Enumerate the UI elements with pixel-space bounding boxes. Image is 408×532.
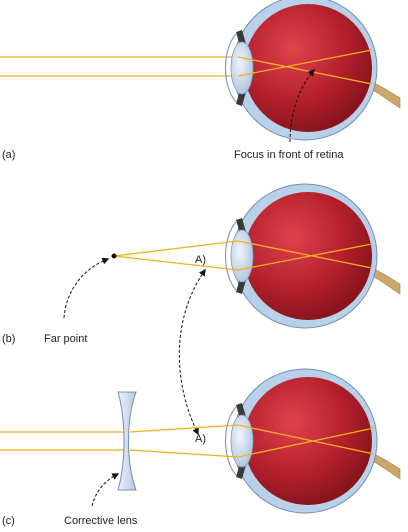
corrective-lens-arrow [91, 473, 120, 507]
panel-label: (c) [2, 515, 15, 527]
far-point-arrow [63, 257, 110, 319]
ray [237, 427, 375, 458]
ray [237, 243, 373, 271]
ray [113, 240, 239, 257]
far-point-dot [111, 253, 117, 259]
cornea [225, 406, 237, 476]
ray [237, 424, 375, 455]
eyeball [244, 4, 372, 132]
panel-b: A) (b) Far point [2, 183, 401, 345]
eye-a [225, 0, 401, 141]
ray [237, 49, 373, 77]
ray [113, 255, 239, 271]
panel-a: (a) Focus in front of retina [0, 0, 401, 161]
lens [230, 41, 254, 95]
lens [230, 414, 254, 468]
cornea [225, 33, 237, 103]
eye-c [225, 368, 401, 514]
cornea [225, 221, 237, 291]
panel-label: (a) [2, 149, 15, 161]
corrective-lens [117, 391, 137, 491]
far-point-caption: Far point [44, 333, 87, 345]
ray [129, 449, 239, 458]
focus-arrow [289, 68, 315, 143]
lens [230, 229, 254, 283]
marker-a: A) [195, 433, 206, 445]
marker-a: A) [195, 254, 206, 266]
focus-caption: Focus in front of retina [234, 149, 344, 161]
panel-c: A) (c) Corrective lens [0, 368, 401, 527]
ray [237, 240, 373, 269]
eyeball [244, 377, 372, 505]
panel-label: (b) [2, 333, 15, 345]
ray [237, 56, 373, 85]
link-arrow [178, 268, 206, 436]
ray [129, 424, 239, 433]
corrective-lens-caption: Corrective lens [64, 515, 138, 527]
